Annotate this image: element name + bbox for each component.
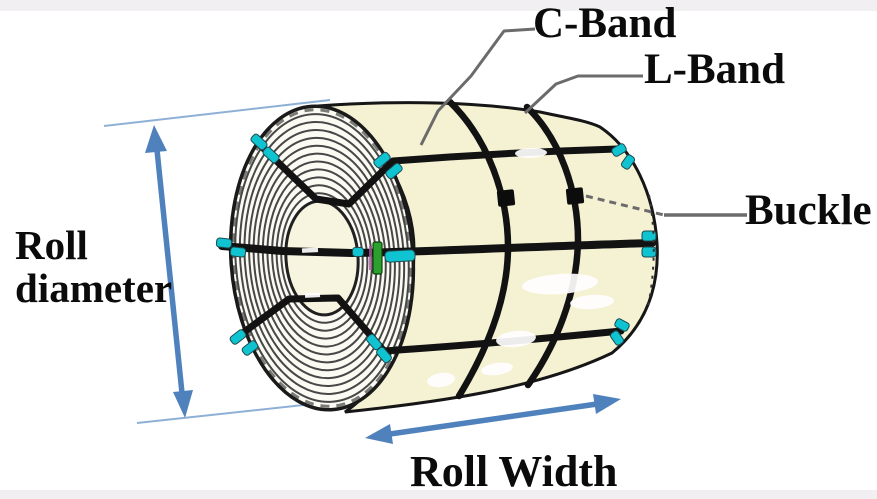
- band-clip: [620, 154, 636, 170]
- arrowhead-right: [593, 394, 621, 414]
- band-clip: [250, 133, 268, 151]
- band-clip: [614, 318, 630, 332]
- buckle-1: [496, 189, 516, 207]
- roll-width-arrow-shaft: [389, 401, 598, 437]
- extension-line-top: [103, 99, 331, 127]
- end-face-ticks: [647, 194, 655, 307]
- l-bands: [446, 98, 582, 400]
- highlight: [427, 372, 455, 388]
- arrowhead-left: [365, 424, 393, 444]
- highlight-smudges: [301, 147, 614, 388]
- band-clip: [229, 329, 247, 345]
- c-band-leader: [419, 27, 536, 146]
- roll-diameter-arrow-shaft: [154, 149, 185, 394]
- highlight: [570, 294, 614, 310]
- top-edge-strip: [0, 0, 877, 11]
- buckle-label: Buckle: [745, 187, 872, 234]
- roll-diameter-arrow: [145, 125, 193, 418]
- arrowhead-up: [145, 125, 167, 153]
- highlight: [304, 292, 321, 298]
- c-band-label: C-Band: [533, 0, 677, 47]
- highlight: [515, 147, 547, 159]
- band-clip: [609, 330, 625, 346]
- highlight: [496, 330, 536, 348]
- band-clip: [352, 247, 364, 257]
- l-band-hoop-2: [523, 103, 582, 389]
- band-clips: [215, 133, 657, 364]
- band-clip: [384, 249, 416, 263]
- buckle-2: [565, 187, 585, 205]
- magenta-sliver: [369, 246, 372, 270]
- buckle-leader-dashed: [585, 194, 665, 217]
- green-clip: [372, 241, 383, 275]
- band-clip: [376, 346, 392, 364]
- band-clip: [229, 246, 247, 258]
- roll-width-arrow: [365, 394, 621, 444]
- band-clip: [641, 246, 657, 258]
- band-clip: [385, 162, 403, 180]
- band-clip: [262, 146, 280, 164]
- band-clip: [373, 151, 391, 169]
- band-clip: [241, 340, 259, 356]
- roll-width-label: Roll Width: [410, 447, 618, 496]
- l-band-hoop-1: [446, 98, 512, 400]
- l-band-leader: [523, 74, 643, 115]
- l-band-label: L-Band: [644, 46, 786, 93]
- highlight: [301, 247, 319, 253]
- band-clip: [611, 143, 627, 157]
- bottom-edge-strip: [0, 490, 877, 499]
- highlight: [522, 273, 598, 295]
- arrowhead-down: [173, 390, 193, 418]
- leader-lines: [419, 27, 747, 217]
- highlight: [481, 362, 513, 376]
- buckles: [496, 187, 585, 207]
- band-clip: [215, 237, 233, 249]
- roll-diameter-label: Roll diameter: [15, 222, 173, 311]
